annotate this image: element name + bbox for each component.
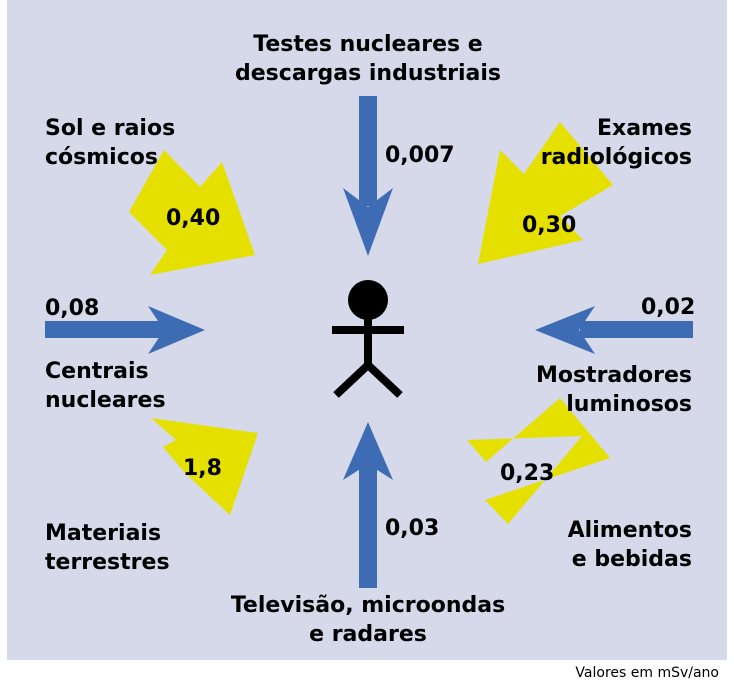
value-luminous-dials: 0,02 (641, 295, 696, 320)
value-tv-microwaves: 0,03 (385, 516, 440, 541)
label-food-drink: Alimentos e bebidas (567, 518, 692, 572)
units-note: Valores em mSv/ano (575, 665, 719, 681)
value-medical-exams: 0,30 (522, 213, 577, 238)
arrow-right-blue (535, 306, 693, 354)
label-medical-exams: Exames radiológicos (540, 116, 692, 170)
label-luminous-dials: Mostradores luminosos (535, 363, 692, 417)
label-terrestrial-materials: Materiais terrestres (45, 521, 170, 575)
value-nuclear-plants: 0,08 (45, 296, 100, 321)
label-tv-microwaves: Televisão, microondas e radares (230, 593, 506, 647)
arrow-top-blue (343, 96, 393, 256)
value-food-drink: 0,23 (500, 461, 555, 486)
arrow-bottom-blue (343, 422, 393, 588)
stick-figure-icon (332, 280, 404, 398)
arrow-top-left-yellow (129, 150, 255, 275)
label-nuclear-tests: Testes nucleares e descargas industriais (235, 32, 501, 86)
label-nuclear-plants: Centrais nucleares (45, 359, 166, 413)
value-nuclear-tests: 0,007 (385, 143, 455, 168)
value-terrestrial-materials: 1,8 (183, 456, 222, 481)
label-sun-cosmic-rays: Sol e raios cósmicos (45, 116, 176, 170)
arrow-bottom-right-yellow (467, 398, 610, 524)
arrow-left-blue (45, 306, 205, 354)
value-sun-cosmic-rays: 0,40 (166, 206, 221, 231)
arrow-top-right-yellow (478, 122, 613, 264)
arrow-bottom-left-yellow (151, 418, 258, 515)
